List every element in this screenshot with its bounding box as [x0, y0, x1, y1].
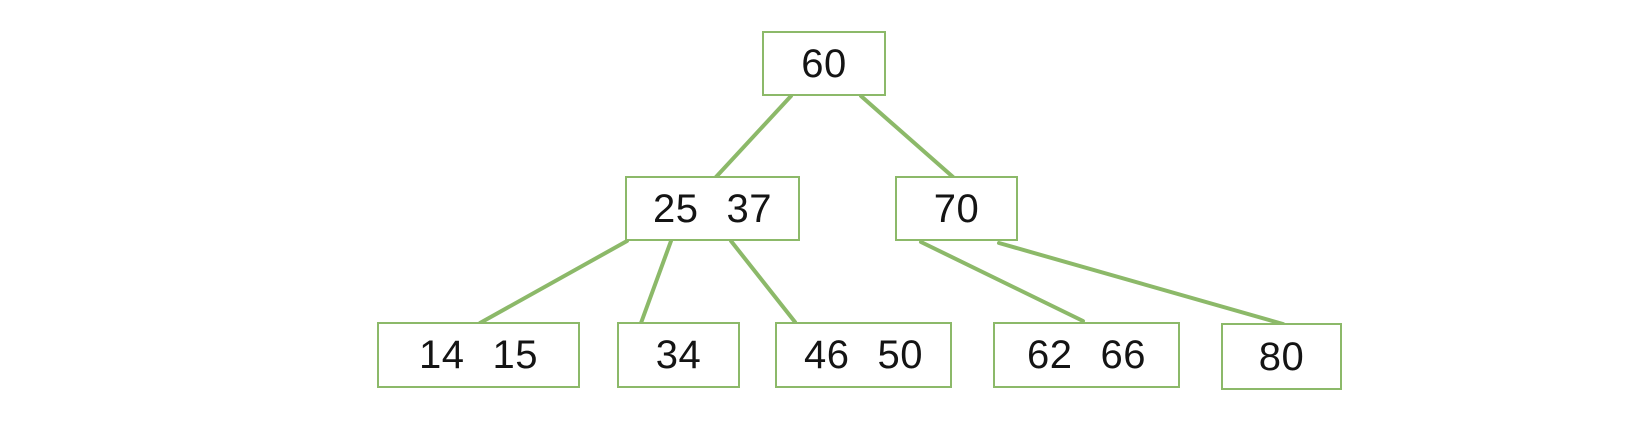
- node-key: 70: [933, 186, 980, 231]
- node-key: 37: [726, 186, 772, 231]
- node-key: 46: [804, 333, 850, 377]
- node-60: 60: [762, 31, 886, 96]
- node-key: 15: [492, 333, 538, 377]
- node-key: 14: [419, 333, 465, 377]
- edge-70-to-62-66: [919, 240, 1085, 323]
- node-25-37: 25 37: [625, 176, 800, 241]
- node-key: 80: [1258, 334, 1305, 379]
- node-46-50: 46 50: [775, 322, 952, 388]
- node-key: 25: [653, 186, 699, 231]
- node-14-15: 14 15: [377, 322, 580, 388]
- node-80: 80: [1221, 323, 1342, 390]
- edge-70-to-80: [997, 241, 1285, 326]
- node-key: 66: [1100, 333, 1146, 377]
- node-key: 60: [801, 41, 847, 86]
- node-62-66: 62 66: [993, 322, 1180, 388]
- node-70: 70: [895, 176, 1018, 241]
- edge-25-37-to-14-15: [478, 239, 629, 325]
- node-34: 34: [617, 322, 740, 388]
- edge-25-37-to-46-50: [729, 239, 797, 324]
- node-key: 50: [877, 333, 923, 377]
- edge-25-37-to-34: [639, 239, 673, 325]
- node-key: 62: [1027, 333, 1073, 377]
- edge-60-to-25-37: [714, 94, 793, 179]
- edge-60-to-70: [859, 94, 955, 179]
- node-key: 34: [655, 333, 702, 377]
